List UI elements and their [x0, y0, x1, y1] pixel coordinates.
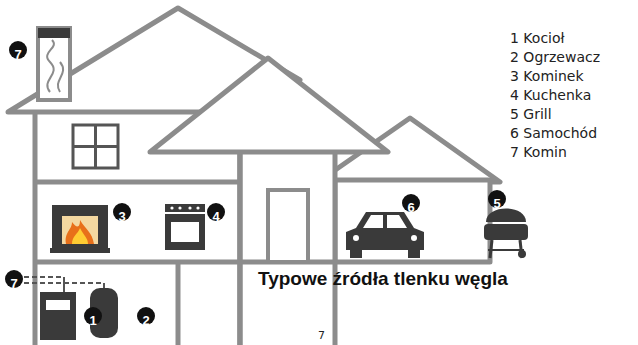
label-anchor: 7 — [14, 279, 21, 298]
chimney — [38, 28, 70, 100]
middle-roof — [150, 58, 388, 152]
callout-number: 7 — [10, 277, 17, 290]
car — [346, 212, 424, 250]
label-anchor: 4 — [216, 212, 223, 231]
smoke — [47, 40, 63, 92]
label-anchor: 4 Kuchenka — [510, 87, 591, 103]
legend-entry: 3 Kominek — [510, 68, 584, 84]
window — [73, 125, 118, 168]
legend-entry: 6 Samochód — [510, 125, 597, 141]
label-anchor: 2 — [146, 316, 153, 335]
door — [268, 190, 308, 262]
boiler — [40, 292, 76, 340]
fireplace — [52, 205, 108, 251]
water-heater — [90, 288, 118, 338]
label-anchor: 6 Samochód — [510, 125, 597, 141]
chimney-cap — [38, 28, 70, 38]
label-anchor: 7 — [18, 50, 25, 69]
legend-entry: 5 Grill — [510, 106, 552, 122]
label-anchor: 3 — [122, 212, 129, 231]
page-number: 7 — [318, 329, 325, 342]
legend-entry: 7 Komin — [510, 144, 567, 160]
callout-number: 7 — [14, 48, 21, 61]
callout-number: 3 — [118, 210, 125, 223]
label-anchor: 7 Komin — [510, 144, 567, 160]
garage-wall — [335, 180, 490, 262]
callout-number: 5 — [493, 197, 500, 210]
diagram-title: Typowe źródła tlenku węgla — [258, 268, 508, 290]
callout-number: 1 — [89, 314, 96, 327]
legend-entry: 4 Kuchenka — [510, 87, 591, 103]
fireplace-opening — [62, 216, 98, 244]
label-anchor: 7 — [318, 329, 325, 342]
callout-number: 4 — [212, 210, 219, 223]
label-anchor: 6 — [411, 203, 418, 222]
callout-number: 6 — [407, 201, 414, 214]
title-anchor: Typowe źródła tlenku węgla — [258, 268, 508, 290]
grill — [486, 209, 526, 223]
stove — [165, 204, 205, 212]
label-anchor: 3 Kominek — [510, 68, 584, 84]
label-anchor: 5 Grill — [510, 106, 552, 122]
middle-wall — [240, 150, 335, 345]
legend-entry: 1 Kocioł — [510, 30, 565, 46]
legend-entry: 2 Ogrzewacz — [510, 49, 600, 65]
label-anchor: 1 — [93, 316, 100, 335]
label-anchor: 2 Ogrzewacz — [510, 49, 600, 65]
callout-number: 2 — [142, 314, 149, 327]
label-anchor: 1 Kocioł — [510, 30, 565, 46]
label-anchor: 5 — [497, 199, 504, 218]
